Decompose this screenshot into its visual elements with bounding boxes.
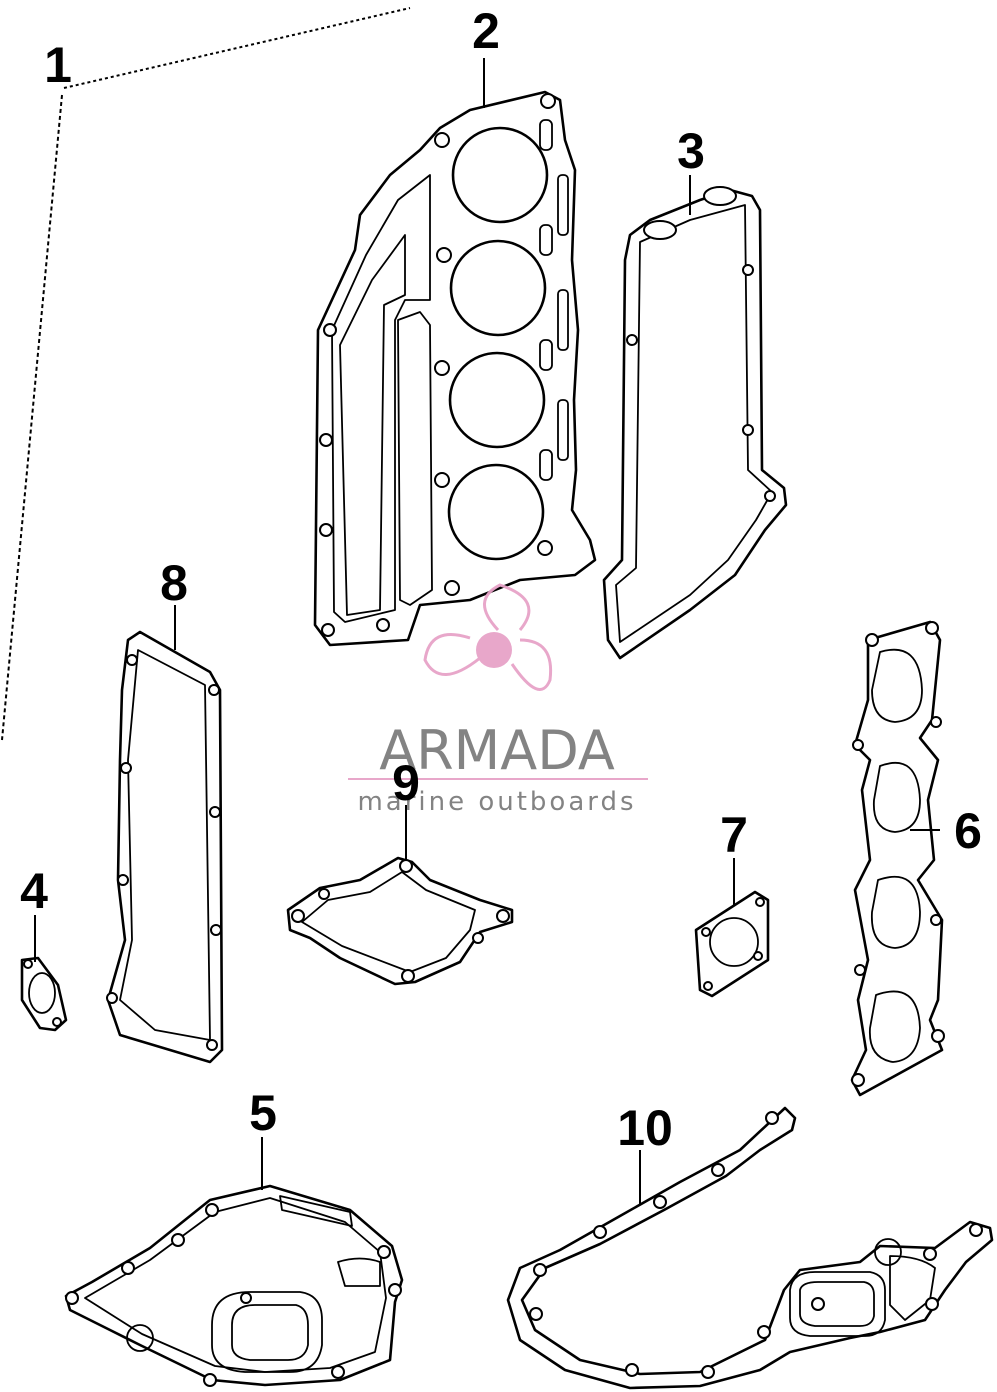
part-10-gasket bbox=[506, 1106, 994, 1390]
callout-6: 6 bbox=[954, 803, 982, 859]
part-3-cover-gasket bbox=[602, 186, 788, 660]
callout-2: 2 bbox=[472, 3, 500, 59]
brand-tagline: marine outboards bbox=[357, 787, 636, 817]
callout-numbers: 1 2 3 4 5 6 7 8 9 10 bbox=[20, 3, 982, 1156]
part-4-gasket bbox=[20, 956, 68, 1032]
part-7-gasket bbox=[694, 890, 770, 998]
part-9-gasket bbox=[286, 856, 514, 986]
callout-4: 4 bbox=[20, 863, 48, 919]
leader-lines bbox=[34, 58, 940, 1205]
brand-name: ARMADA bbox=[379, 719, 615, 782]
callout-8: 8 bbox=[160, 555, 188, 611]
part-6-manifold-gasket bbox=[850, 620, 945, 1097]
callout-7: 7 bbox=[720, 807, 748, 863]
brand-underline bbox=[348, 778, 648, 780]
callout-9: 9 bbox=[392, 755, 420, 811]
armada-logo: ARMADA marine outboards bbox=[348, 583, 648, 817]
callout-1: 1 bbox=[44, 37, 72, 93]
propeller-icon bbox=[423, 583, 553, 691]
part-8-gasket bbox=[106, 630, 224, 1064]
kit-leader bbox=[1, 7, 411, 741]
callout-5: 5 bbox=[249, 1085, 277, 1141]
part-2-head-gasket bbox=[313, 90, 597, 647]
callout-10: 10 bbox=[617, 1100, 673, 1156]
callout-3: 3 bbox=[677, 123, 705, 179]
part-5-gasket bbox=[64, 1184, 404, 1387]
